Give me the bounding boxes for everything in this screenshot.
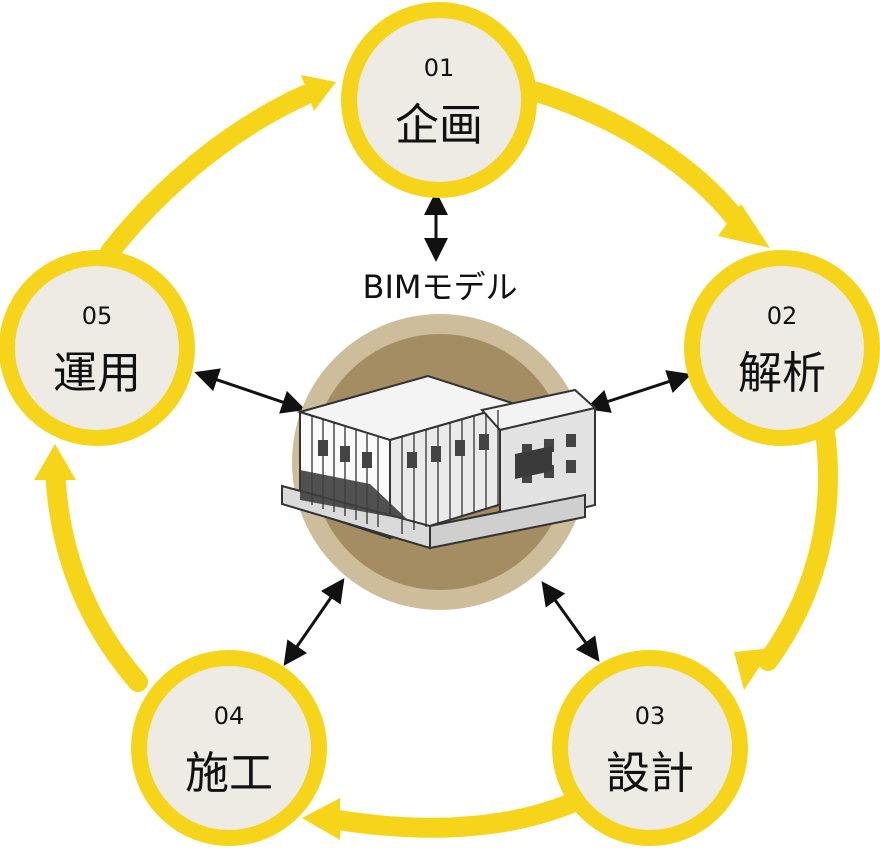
stage-04-ring [131,650,327,846]
cycle-arrow-03-04 [328,793,582,838]
cycle-arrow-04-05 [45,457,148,692]
cycle-arrows [34,75,838,840]
cycle-arrow-01-02 [527,82,745,228]
stage-03: 03 設計 [552,650,748,846]
stage-02-ring [684,250,880,446]
center-model [281,314,598,610]
stage-05-ring [0,250,195,446]
stage-03-ring [552,650,748,846]
stage-02: 02 解析 [684,250,880,446]
stage-01-number: 01 [424,54,455,82]
cycle-arrowhead-05-01 [301,75,336,111]
stage-03-label: 設計 [606,748,694,799]
connector-arrow-04 [283,578,345,666]
building-model-illustration [281,374,598,550]
stage-05-label: 運用 [53,348,141,399]
stage-05: 05 運用 [0,250,195,446]
stage-04-label: 施工 [185,748,273,799]
connector-arrow-05 [194,368,306,414]
cycle-arrowhead-02-03 [734,648,772,690]
connector-arrow-03 [541,581,600,662]
cycle-arrowhead-03-04 [302,798,340,840]
stage-01-label: 企画 [395,100,483,151]
stage-05-number: 05 [82,302,113,330]
cycle-arrow-05-01 [100,85,315,262]
connector-arrows [194,191,692,666]
cycle-arrowhead-01-02 [718,204,770,248]
stage-03-number: 03 [635,702,666,730]
stage-02-label: 解析 [738,348,826,399]
connector-arrow-02 [585,370,692,413]
stage-02-number: 02 [767,302,798,330]
cycle-arrow-02-03 [758,422,838,671]
stage-04-number: 04 [214,702,245,730]
bim-model-label: BIMモデル [362,268,517,306]
cycle-arrowhead-04-05 [34,444,76,480]
stage-01: 01 企画 [341,2,537,198]
stage-04: 04 施工 [131,650,327,846]
stage-01-ring [341,2,537,198]
